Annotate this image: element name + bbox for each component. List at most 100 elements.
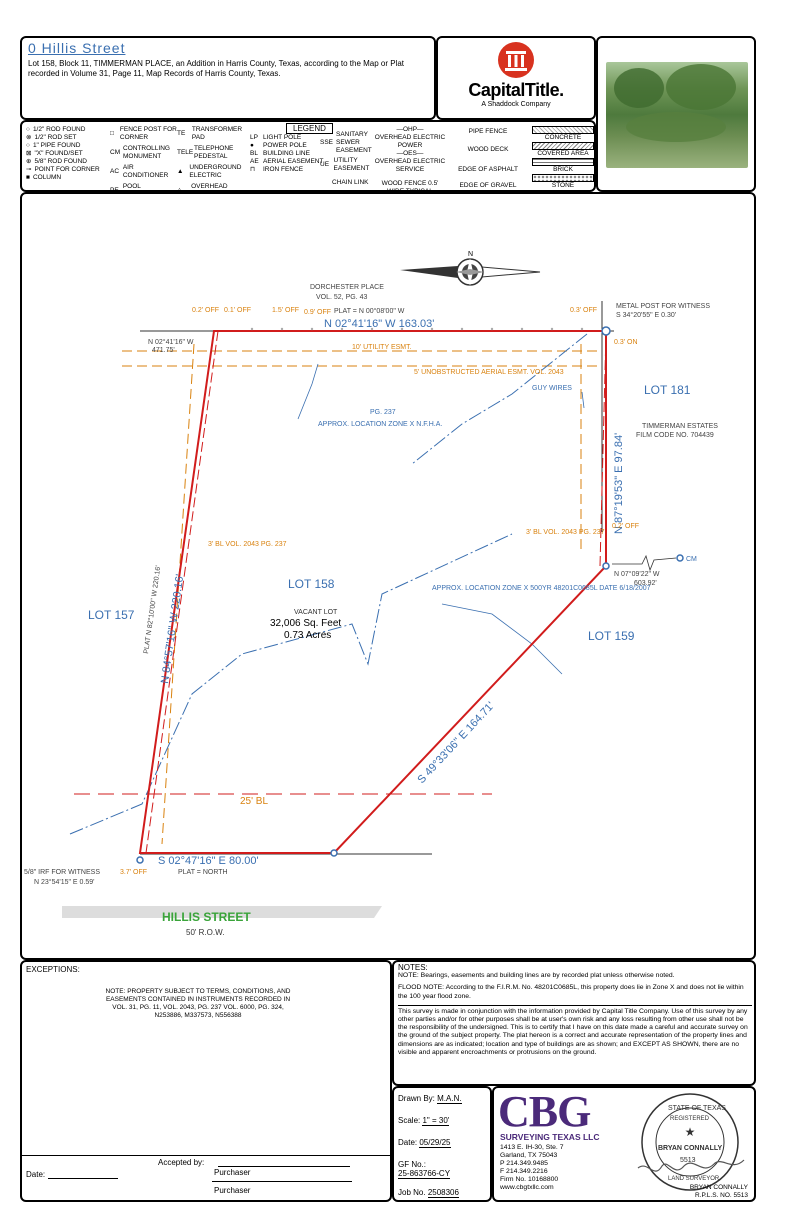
- street-pavement: [62, 906, 382, 918]
- legend-item: EDGE OF ASPHALT: [458, 166, 518, 173]
- legend-item: WOOD DECK: [467, 146, 509, 153]
- north-label: N: [468, 251, 473, 258]
- irf-label: 5/8" IRF FOR WITNESS: [24, 869, 100, 876]
- property-photo: [606, 62, 748, 168]
- surveyor-phone: P 214.349.9485: [500, 1160, 548, 1167]
- exceptions-text: NOTE: PROPERTY SUBJECT TO TERMS, CONDITI…: [105, 988, 291, 1019]
- property-description: Lot 158, Block 11, TIMMERMAN PLACE, an A…: [28, 59, 405, 78]
- plat-drawing-box: N DORCHESTER PLACE VOL. 52, PG. 43 PLAT …: [20, 192, 756, 960]
- fence-dots: [250, 327, 584, 331]
- star-icon: ★: [685, 1125, 696, 1139]
- scale: Scale: 1" = 30': [398, 1116, 450, 1126]
- legend-item: WOOD FENCE 0.5' WIDE TYPICAL: [381, 180, 439, 195]
- notes-box: NOTES: NOTE: Bearings, easements and bui…: [392, 960, 756, 1086]
- legend-item: PIPE FENCE: [468, 128, 508, 135]
- corner-marker: [601, 326, 611, 336]
- corner-marker: [602, 562, 610, 570]
- purchaser-label: Purchaser: [214, 1168, 251, 1177]
- area-sqft: 32,006 Sq. Feet: [270, 618, 341, 629]
- plat-drawing: N DORCHESTER PLACE VOL. 52, PG. 43 PLAT …: [24, 251, 718, 937]
- flood-leader: [441, 603, 563, 675]
- offset-label: 0.2' OFF: [192, 307, 219, 314]
- cbg-logo-sub: SURVEYING TEXAS LLC: [500, 1132, 600, 1142]
- legend-column-surfaces: CONCRETE COVERED AREA BRICK STONE: [532, 126, 594, 190]
- lot-158-label: LOT 158: [288, 577, 335, 591]
- cm-tie-line: [612, 554, 677, 572]
- surveyor-box: CBG SURVEYING TEXAS LLC 1413 E. IH-30, S…: [492, 1086, 756, 1202]
- legend-item: ⊓IRON FENCE: [250, 166, 304, 173]
- legend-item: ⊕5/8" ROD FOUND: [26, 158, 87, 165]
- plat-north-bottom: PLAT = NORTH: [178, 869, 228, 876]
- film-code-label: FILM CODE NO. 704439: [636, 432, 714, 439]
- date: Date: 05/29/25: [398, 1138, 451, 1148]
- company-name: CapitalTitle.: [468, 80, 564, 100]
- legend-item: CHAIN LINK: [332, 179, 369, 186]
- street-row: 50' R.O.W.: [186, 928, 224, 937]
- legend-item: ⊸POINT FOR CORNER: [26, 166, 100, 173]
- irf-bearing: N 23°54'15" E 0.59': [34, 878, 95, 886]
- job-number: Job No. 2508306: [398, 1188, 459, 1198]
- rpls-name: BRYAN CONNALLY: [689, 1184, 748, 1191]
- property-photo-box: [596, 36, 756, 192]
- seal-number: 5513: [680, 1157, 696, 1164]
- legend-item: STONE: [551, 182, 575, 189]
- utility-esmt-label: 10' UTILITY ESMT.: [352, 344, 412, 351]
- job-info-box: Drawn By: M.A.N. Scale: 1" = 30' Date: 0…: [392, 1086, 492, 1202]
- lot-159-label: LOT 159: [588, 629, 635, 643]
- street-name: HILLIS STREET: [162, 910, 251, 924]
- flood-leader: [297, 363, 319, 420]
- company-subtitle: A Shaddock Company: [481, 101, 551, 108]
- left-ref-dist: 471.75': [152, 347, 175, 354]
- legend-item: ○1/2" ROD FOUND: [26, 126, 86, 133]
- north-arrow-icon: N: [400, 251, 541, 286]
- cbg-logo: CBG: [498, 1087, 591, 1136]
- legend-line-code: —OHP—: [396, 126, 424, 133]
- legend-item: BRICK: [553, 166, 573, 173]
- corner-marker: [330, 849, 338, 857]
- area-acres: 0.73 Acres: [284, 630, 331, 641]
- guy-wires-label: GUY WIRES: [532, 385, 572, 392]
- bearing-note: NOTE: Bearings, easements and building l…: [398, 972, 675, 980]
- surveyor-web: www.cbgtxllc.com: [500, 1184, 554, 1191]
- bl-right-label: 3' BL VOL. 2043 PG. 237: [526, 529, 605, 536]
- surveyor-fax: F 214.349.2216: [500, 1168, 548, 1175]
- irf-off-label: 3.7' OFF: [120, 869, 147, 876]
- capital-title-logo: [498, 42, 534, 78]
- bl-left-label: 3' BL VOL. 2043 PG. 237: [208, 541, 287, 548]
- exceptions-heading: EXCEPTIONS:: [26, 965, 80, 974]
- legend-item: ●POWER POLE: [250, 142, 307, 149]
- bottom-bearing: S 02°47'16" E 80.00': [158, 855, 259, 867]
- dorchester-label: DORCHESTER PLACE: [310, 284, 384, 291]
- flood-zone-boundary-upper: [411, 333, 588, 465]
- top-bearing: N 02°41'16" W 163.03': [324, 318, 434, 330]
- offset-label: 0.1' OFF: [224, 307, 251, 314]
- header-title-box: 0 Hillis Street Lot 158, Block 11, TIMME…: [20, 36, 436, 120]
- date-label: Date:: [26, 1170, 46, 1179]
- legend-item: CONCRETE: [544, 134, 582, 141]
- notes-heading: NOTES:: [398, 963, 428, 972]
- aerial-esmt-label: 5' UNOBSTRUCTED AERIAL ESMT. VOL. 2043: [414, 369, 564, 376]
- plat-right-line: [599, 333, 607, 567]
- surveyor-firm: Firm No. 10168800: [500, 1176, 559, 1183]
- seal-registered: REGISTERED: [670, 1116, 710, 1122]
- legend-box: LEGEND ○1/2" ROD FOUND ⊗1/2" ROD SET ○1"…: [20, 120, 596, 198]
- property-title: 0 Hillis Street: [28, 40, 126, 56]
- cm-ref-dist: 603.92': [634, 580, 657, 587]
- offset-label: 0.9' OFF: [304, 309, 331, 316]
- pg237-label: PG. 237: [370, 409, 396, 416]
- surveyor-seal: STATE OF TEXAS REGISTERED ★ BRYAN CONNAL…: [637, 1093, 745, 1191]
- plat-north-top: PLAT = N 00°08'00" W: [334, 307, 405, 315]
- lot-boundary: [138, 330, 607, 854]
- corner-marker: [136, 856, 144, 864]
- left-bl-line: [161, 343, 195, 845]
- signature-area: Accepted by: Date: Purchaser Purchaser: [22, 1155, 390, 1201]
- purchaser-label: Purchaser: [214, 1186, 251, 1195]
- offset-label: 1.5' OFF: [272, 307, 299, 314]
